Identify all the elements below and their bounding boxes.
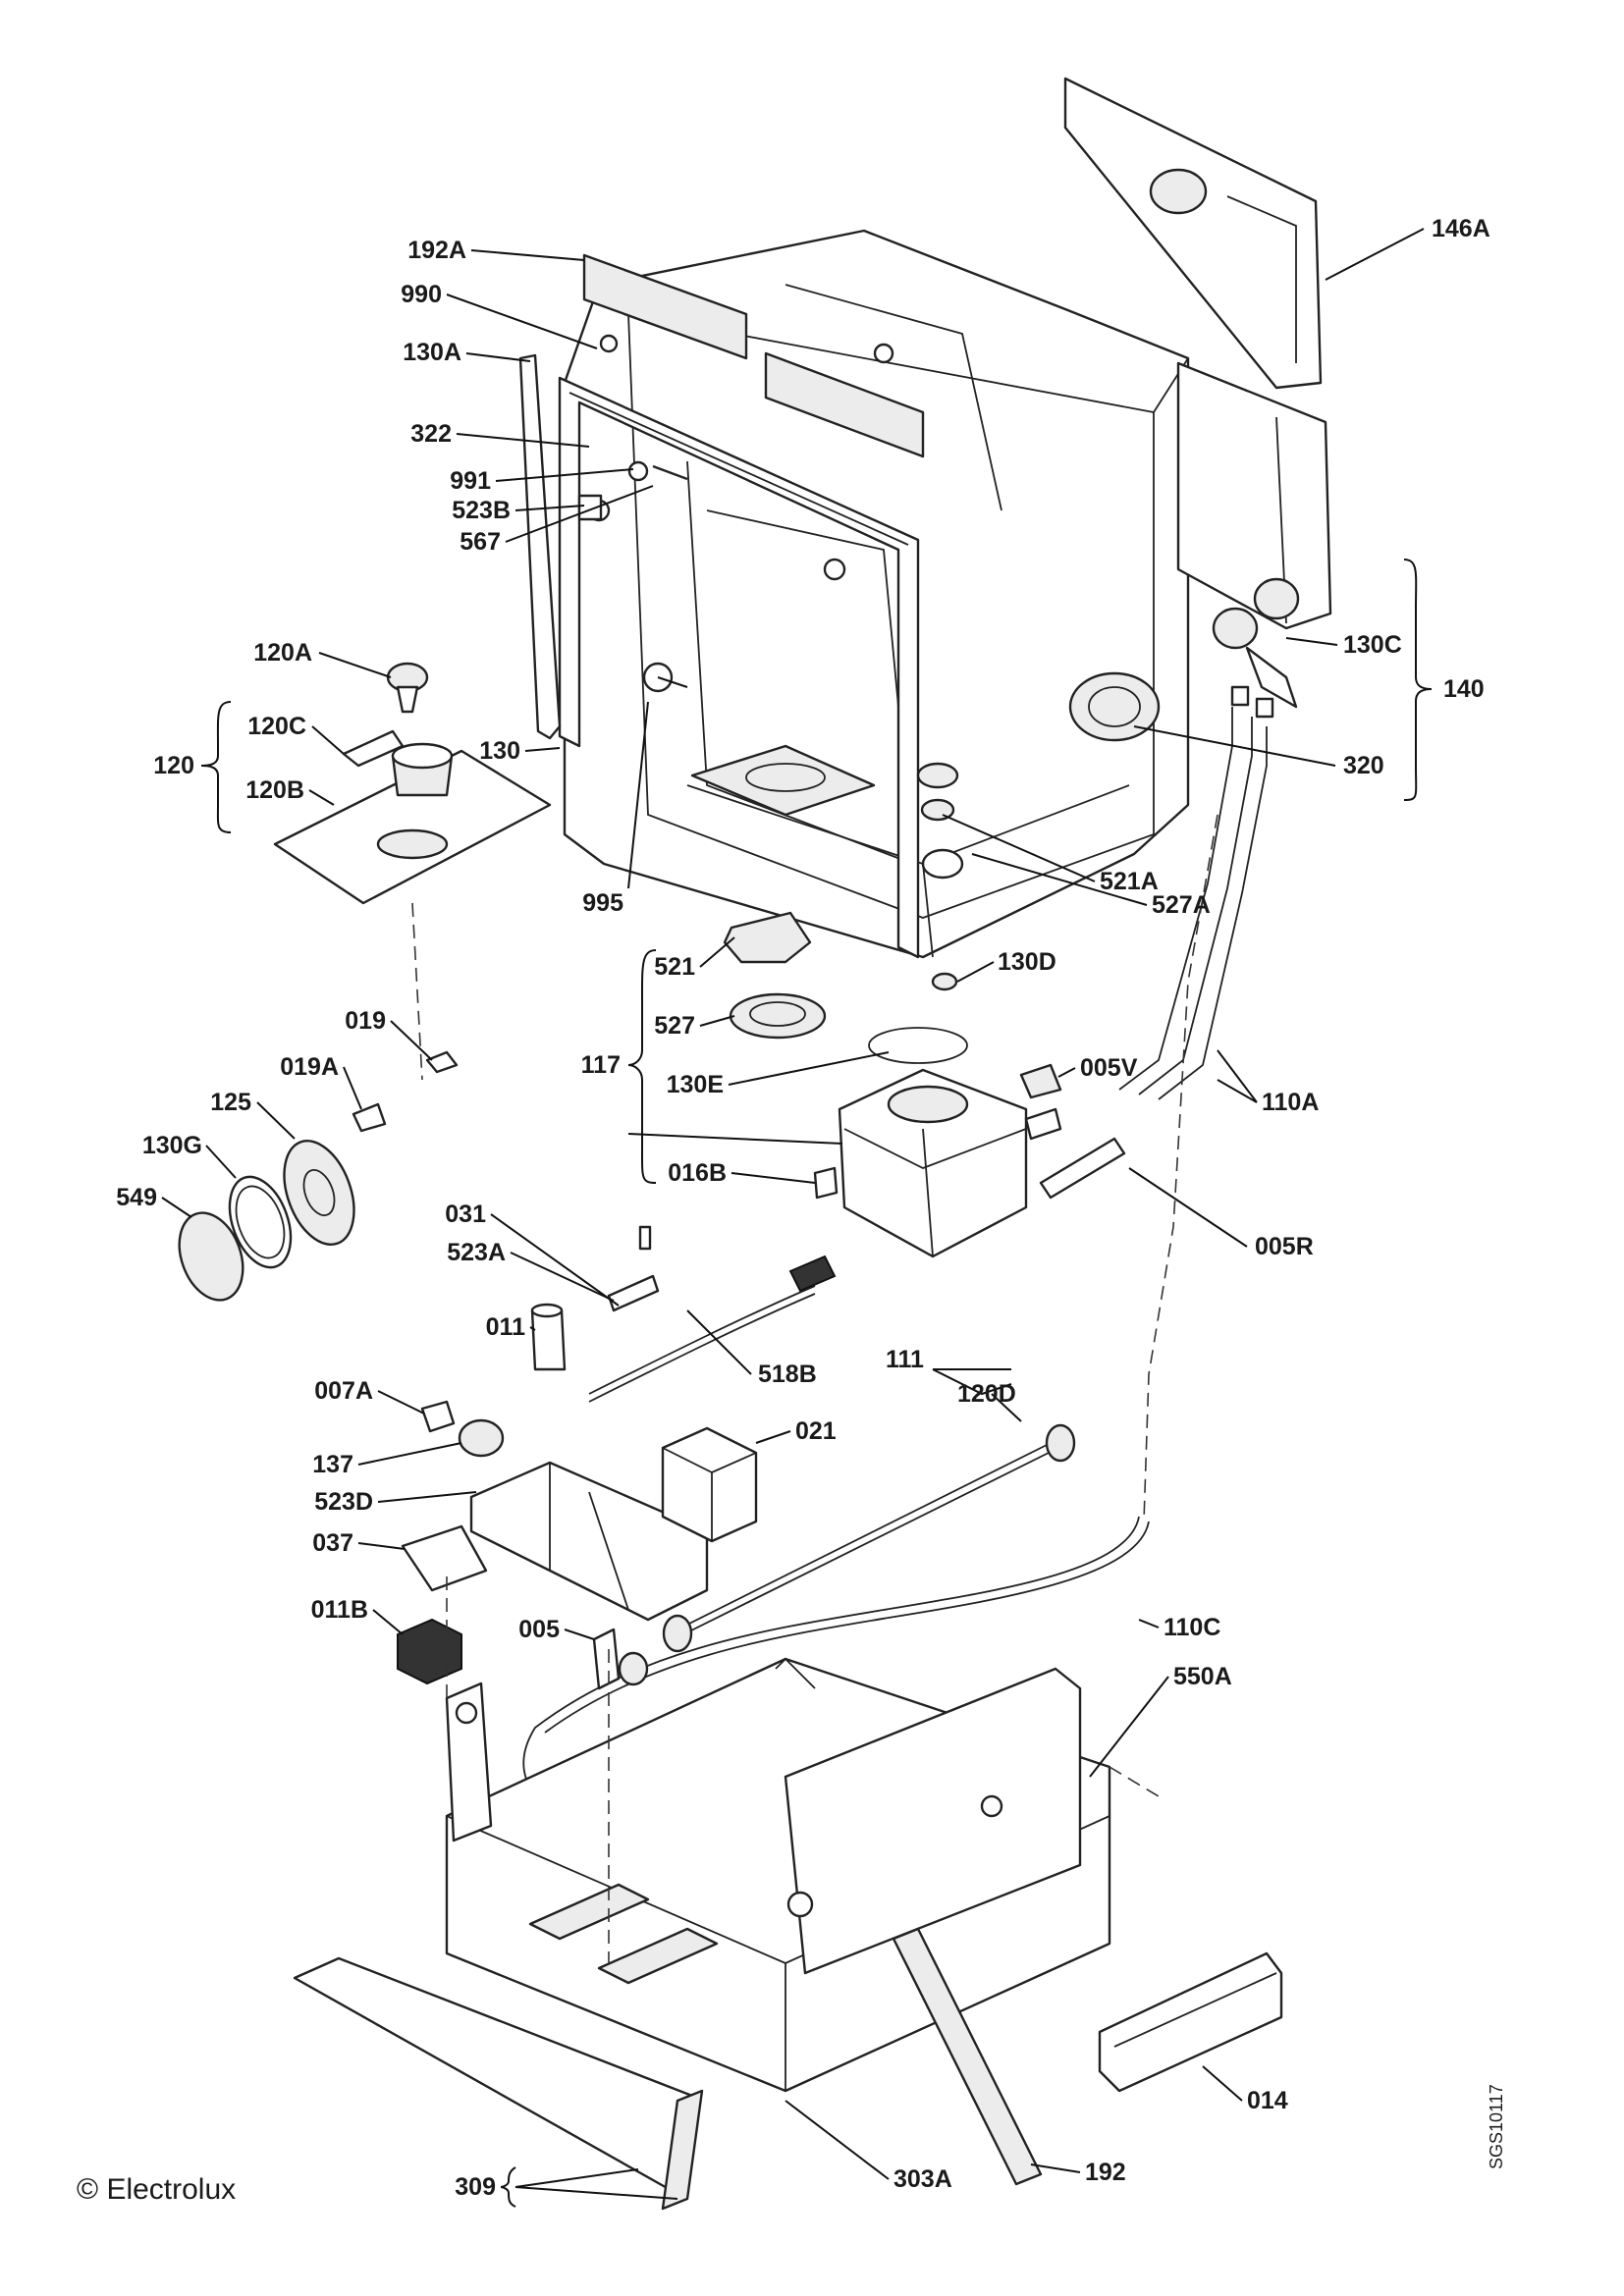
relay-011b	[397, 1618, 462, 1685]
terminal-strip-037	[401, 1524, 488, 1592]
label-016b: 016B	[668, 1159, 727, 1187]
label-523a: 523A	[447, 1239, 506, 1266]
label-309: 309	[455, 2173, 496, 2201]
kick-plate-309	[293, 1956, 704, 2211]
label-137: 137	[312, 1451, 353, 1478]
label-117: 117	[581, 1051, 621, 1079]
label-995: 995	[582, 889, 623, 917]
label-130: 130	[479, 737, 520, 765]
fittings-521a-527a	[916, 762, 964, 880]
label-120a: 120A	[253, 639, 312, 667]
assembly-guides	[411, 902, 1160, 1963]
nut-521	[723, 911, 827, 1040]
label-005r: 005R	[1255, 1233, 1314, 1260]
label-549: 549	[116, 1184, 157, 1211]
label-110c: 110C	[1164, 1614, 1220, 1641]
label-990: 990	[401, 281, 442, 308]
tub-body	[563, 229, 1190, 959]
brace-140	[1403, 559, 1433, 801]
label-130d: 130D	[998, 948, 1056, 976]
label-110a: 110A	[1262, 1089, 1319, 1116]
label-120: 120	[153, 752, 194, 779]
label-192a: 192A	[407, 237, 466, 264]
strip-192	[892, 1927, 1043, 2186]
filter-assembly-120	[273, 662, 552, 905]
label-527: 527	[654, 1012, 695, 1040]
label-011b: 011B	[311, 1596, 368, 1624]
label-523d: 523D	[314, 1488, 373, 1516]
drawing-code: SGS10117	[1487, 2084, 1506, 2169]
power-cord-518b	[588, 1225, 837, 1403]
label-550a: 550A	[1173, 1663, 1232, 1690]
label-011: 011	[486, 1313, 525, 1341]
hose-005r	[1039, 1137, 1126, 1200]
hinge-fittings	[577, 334, 894, 693]
leader-lines	[161, 228, 1425, 2200]
copyright-text: © Electrolux	[77, 2173, 236, 2206]
support-plate	[445, 1682, 493, 1842]
label-019a: 019A	[280, 1053, 339, 1081]
label-031: 031	[445, 1201, 486, 1228]
label-130a: 130A	[403, 339, 461, 366]
door-seal-130a	[518, 353, 562, 740]
label-130c: 130C	[1343, 631, 1402, 659]
label-521: 521	[654, 953, 695, 981]
label-037: 037	[312, 1529, 353, 1557]
side-box-140	[1176, 361, 1332, 719]
capacitor-011	[530, 1303, 567, 1371]
label-140: 140	[1443, 675, 1485, 703]
switch-parts	[420, 1400, 505, 1458]
label-111: 111	[886, 1346, 924, 1373]
label-146a: 146A	[1432, 215, 1490, 242]
brace-117	[627, 949, 657, 1184]
label-518b: 518B	[758, 1361, 817, 1388]
label-192: 192	[1085, 2159, 1126, 2186]
clip-016b	[813, 1166, 839, 1200]
label-120c: 120C	[247, 713, 306, 740]
label-991: 991	[450, 467, 491, 495]
label-005: 005	[518, 1616, 560, 1643]
side-plate-550a	[784, 1667, 1082, 1975]
label-120b: 120B	[245, 776, 304, 804]
label-019: 019	[345, 1007, 386, 1035]
brace-309	[500, 2166, 516, 2208]
transformer-021	[661, 1426, 758, 1543]
insulation-192a	[582, 253, 925, 458]
gasket-130d	[931, 972, 958, 991]
sump-assembly-117	[838, 1027, 1062, 1258]
tub-front-frame	[558, 376, 920, 959]
label-021: 021	[795, 1417, 837, 1445]
valve-005	[592, 1628, 649, 1690]
label-523b: 523B	[452, 497, 511, 524]
label-527a: 527A	[1152, 891, 1211, 919]
side-panel-146a	[1063, 77, 1323, 390]
rinse-aid-parts	[178, 1050, 459, 1302]
label-322: 322	[410, 420, 452, 448]
connector-005v	[1019, 1063, 1062, 1099]
label-005v: 005V	[1080, 1054, 1138, 1082]
label-130e: 130E	[667, 1071, 724, 1098]
label-120d: 120D	[957, 1380, 1016, 1408]
label-320: 320	[1343, 752, 1384, 779]
heater-111	[662, 1423, 1076, 1653]
cover-014	[1098, 1951, 1283, 2093]
label-303a: 303A	[893, 2165, 952, 2193]
label-007a: 007A	[314, 1377, 373, 1405]
label-014: 014	[1247, 2087, 1288, 2114]
label-130g: 130G	[142, 1132, 202, 1159]
label-521a: 521A	[1100, 868, 1159, 895]
brace-120	[200, 701, 232, 833]
label-125: 125	[210, 1089, 251, 1116]
bracket-523d	[469, 1461, 709, 1622]
part-labels: 192A 990 130A 322 991 523B 567 120A 120C…	[116, 215, 1489, 2201]
label-567: 567	[460, 528, 501, 556]
fitting-320	[1068, 671, 1161, 742]
